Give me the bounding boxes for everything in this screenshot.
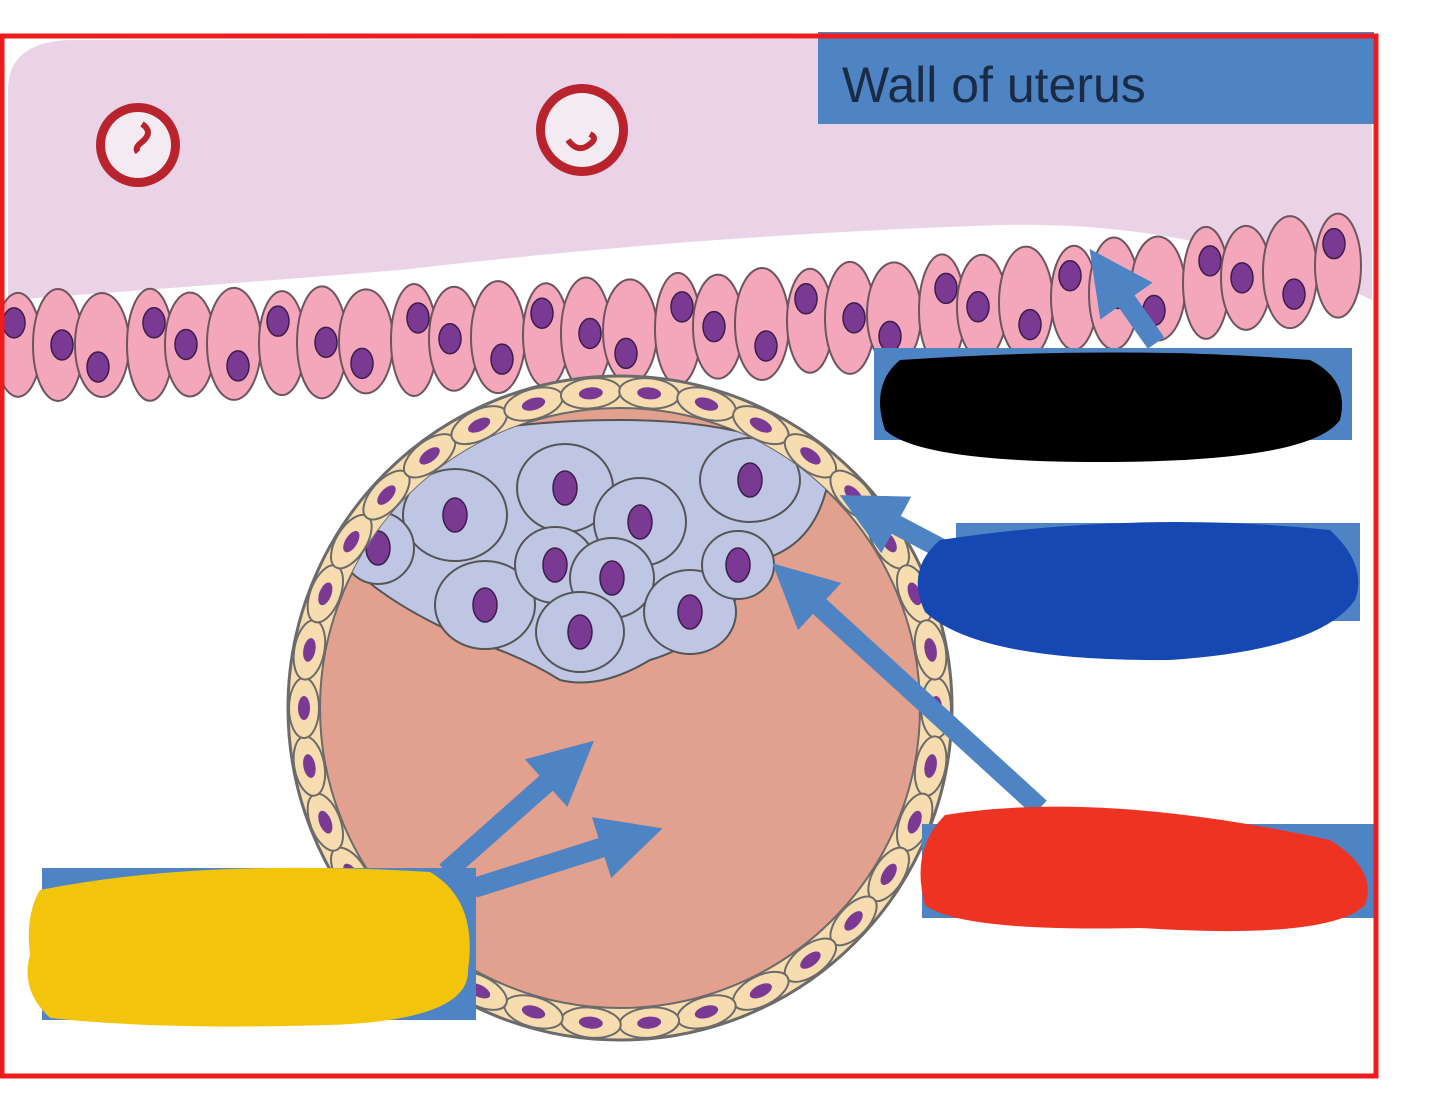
- cell-nucleus: [599, 560, 625, 596]
- cell-nucleus: [86, 351, 110, 383]
- cell-nucleus: [844, 911, 863, 931]
- cell-nucleus: [694, 1005, 719, 1019]
- cell-nucleus: [1198, 245, 1222, 277]
- cell-nucleus: [472, 587, 498, 623]
- image-frame: [0, 33, 1379, 1079]
- cell-nucleus: [754, 330, 778, 362]
- cell-nucleus: [578, 317, 602, 350]
- cell-nucleus: [578, 387, 603, 400]
- cell-nucleus: [800, 447, 821, 465]
- redaction-mark-yellow: [27, 867, 470, 1027]
- epithelial-cell: [470, 280, 526, 395]
- inner-cell-mass-cells: [341, 437, 801, 673]
- cell-nucleus: [749, 983, 772, 999]
- cell-nucleus: [174, 328, 198, 361]
- cell-nucleus: [842, 302, 866, 334]
- cell-nucleus: [725, 547, 751, 583]
- cell-nucleus: [924, 754, 937, 778]
- redaction-mark-red: [920, 806, 1368, 932]
- cell-nucleus: [530, 297, 554, 329]
- cell-nucleus: [627, 504, 653, 540]
- epithelial-cell: [998, 245, 1054, 360]
- cell-nucleus: [670, 291, 694, 323]
- cell-nucleus: [343, 530, 360, 553]
- cell-nucleus: [2, 307, 26, 339]
- cell-nucleus: [1230, 262, 1254, 294]
- cell-nucleus: [226, 350, 250, 382]
- blood-vessel-icon: [96, 103, 180, 187]
- uterine-epithelium-layer: [0, 212, 1362, 402]
- cell-nucleus: [637, 387, 662, 400]
- blood-vessel-icon: [536, 84, 628, 176]
- cell-nucleus: [552, 470, 578, 506]
- cell-nucleus: [934, 272, 958, 305]
- cell-nucleus: [694, 397, 719, 411]
- cell-nucleus: [50, 329, 74, 361]
- cell-nucleus: [737, 462, 763, 498]
- epithelial-cell: [734, 266, 790, 381]
- cell-nucleus: [966, 291, 990, 323]
- cell-nucleus: [1282, 278, 1306, 310]
- blastocyst: [286, 374, 954, 1042]
- label-box-wall-of-uterus: [818, 32, 1374, 124]
- cell-nucleus: [490, 343, 514, 375]
- cell-nucleus: [314, 326, 338, 359]
- cell-nucleus: [419, 447, 440, 465]
- cell-nucleus: [907, 810, 922, 834]
- cell-nucleus: [702, 310, 726, 343]
- cell-nucleus: [800, 951, 821, 969]
- cell-nucleus: [924, 638, 937, 662]
- cell-nucleus: [637, 1016, 662, 1029]
- cell-nucleus: [377, 485, 396, 505]
- cell-nucleus: [749, 417, 772, 433]
- cell-nucleus: [677, 594, 703, 630]
- cell-nucleus: [1322, 227, 1346, 260]
- cell-nucleus: [878, 320, 902, 353]
- cell-nucleus: [578, 1016, 603, 1029]
- cell-nucleus: [318, 582, 333, 606]
- cell-nucleus: [142, 307, 166, 339]
- cell-nucleus: [521, 1005, 546, 1019]
- cell-nucleus: [468, 417, 491, 433]
- cell-nucleus: [794, 283, 818, 315]
- cell-nucleus: [438, 322, 462, 355]
- cell-nucleus: [1018, 308, 1042, 341]
- cell-nucleus: [406, 302, 430, 334]
- cell-nucleus: [880, 863, 897, 886]
- cell-nucleus: [567, 614, 593, 650]
- cell-nucleus: [521, 397, 546, 411]
- cell-nucleus: [614, 337, 638, 370]
- cell-nucleus: [318, 810, 333, 834]
- cell-nucleus: [266, 305, 290, 337]
- redaction-mark-blue: [917, 522, 1359, 661]
- arrow-icon: [439, 248, 1165, 898]
- cell-nucleus: [442, 497, 468, 533]
- epithelial-cell: [206, 286, 262, 401]
- cell-nucleus: [350, 347, 374, 380]
- cell-nucleus: [1058, 259, 1082, 292]
- cell-nucleus: [542, 547, 568, 583]
- wall-of-uterus-label: Wall of uterus: [842, 57, 1146, 113]
- cell-nucleus: [303, 754, 316, 778]
- cell-nucleus: [298, 696, 310, 720]
- cell-nucleus: [303, 638, 316, 662]
- redaction-mark-black: [880, 352, 1342, 462]
- epithelial-cell: [1262, 215, 1318, 330]
